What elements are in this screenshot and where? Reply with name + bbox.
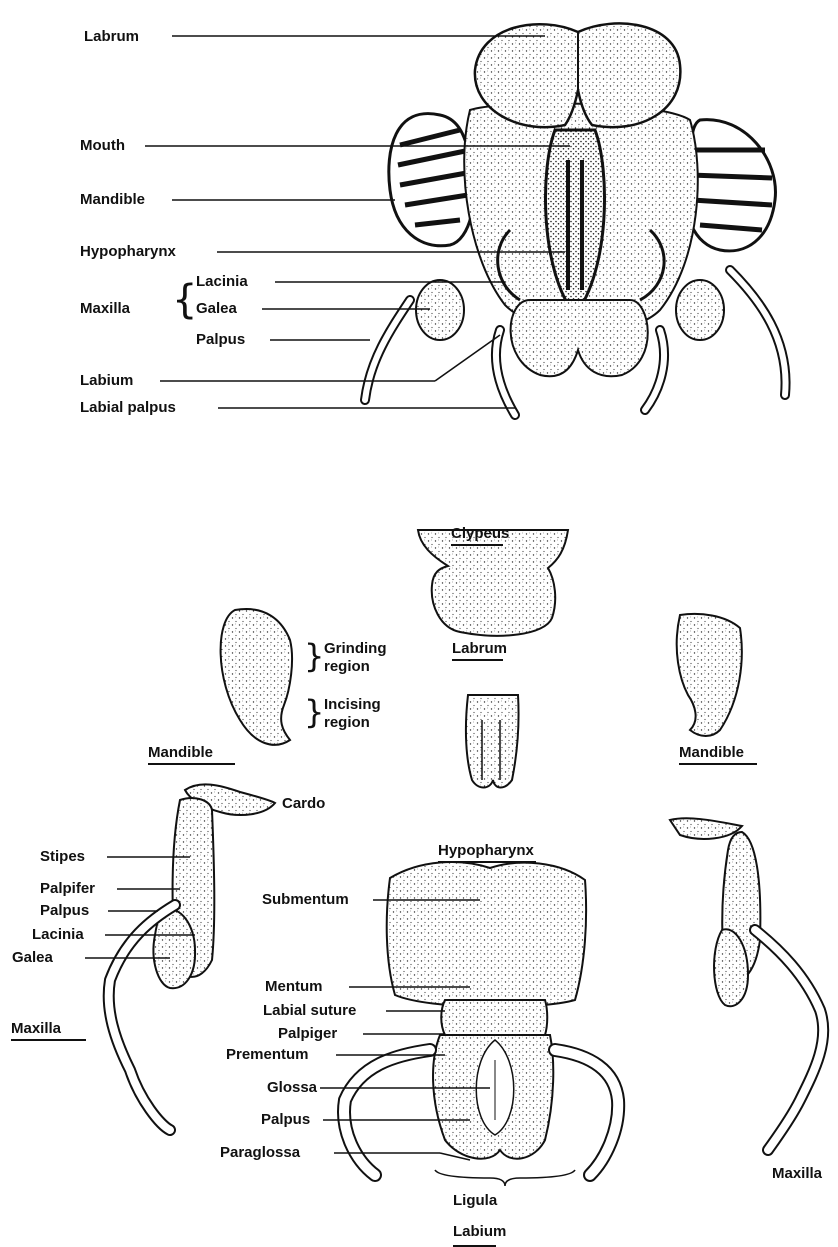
label-glossa: Glossa bbox=[267, 1080, 317, 1095]
head-front-view bbox=[365, 23, 786, 415]
label-palpifer: Palpifer bbox=[40, 881, 95, 896]
label-mentum: Mentum bbox=[265, 979, 323, 994]
submentum-part bbox=[387, 862, 586, 1007]
label-incising-region: Incising region bbox=[324, 696, 404, 732]
label-mandible-left: Mandible bbox=[148, 745, 213, 760]
label-galea-top: Galea bbox=[196, 301, 237, 316]
label-hypopharynx: Hypopharynx bbox=[438, 843, 534, 858]
right-cardo bbox=[670, 818, 742, 839]
label-grinding-region: Grinding region bbox=[324, 640, 404, 676]
label-mouth: Mouth bbox=[80, 138, 125, 153]
maxilla-brace-icon: { bbox=[172, 280, 197, 320]
labium-shape bbox=[511, 300, 648, 376]
label-labium: Labium bbox=[453, 1224, 506, 1239]
label-palpus-top: Palpus bbox=[196, 332, 245, 347]
label-maxilla-right: Maxilla bbox=[772, 1166, 822, 1181]
label-labrum-top: Labrum bbox=[84, 29, 139, 44]
label-lacinia-top: Lacinia bbox=[196, 274, 248, 289]
label-labial-palpus: Labial palpus bbox=[80, 400, 176, 415]
label-palpus-labium: Palpus bbox=[261, 1112, 310, 1127]
label-maxilla-top: Maxilla bbox=[80, 301, 130, 316]
label-labial-suture: Labial suture bbox=[263, 1003, 356, 1018]
label-cardo: Cardo bbox=[282, 796, 325, 811]
label-palpiger: Palpiger bbox=[278, 1026, 337, 1041]
label-paraglossa: Paraglossa bbox=[220, 1145, 300, 1160]
label-labrum: Labrum bbox=[452, 641, 507, 656]
label-labium-top: Labium bbox=[80, 373, 133, 388]
mentum-part bbox=[441, 1000, 547, 1035]
label-palpus-maxilla: Palpus bbox=[40, 903, 89, 918]
left-mandible-part bbox=[221, 609, 292, 745]
label-clypeus: Clypeus bbox=[451, 526, 509, 541]
label-lacinia: Lacinia bbox=[32, 927, 84, 942]
label-hypopharynx-top: Hypopharynx bbox=[80, 244, 176, 259]
label-prementum: Prementum bbox=[226, 1047, 309, 1062]
label-ligula: Ligula bbox=[453, 1193, 497, 1208]
label-galea: Galea bbox=[12, 950, 53, 965]
label-stipes: Stipes bbox=[40, 849, 85, 864]
label-submentum: Submentum bbox=[262, 892, 349, 907]
right-mandible-shape bbox=[686, 120, 776, 251]
label-mandible-right: Mandible bbox=[679, 745, 744, 760]
right-mandible-part bbox=[677, 614, 742, 736]
label-maxilla-left: Maxilla bbox=[11, 1021, 61, 1036]
incising-brace-icon: } bbox=[304, 696, 324, 728]
grinding-brace-icon: } bbox=[304, 640, 324, 672]
label-mandible-top: Mandible bbox=[80, 192, 145, 207]
hypopharynx-part bbox=[466, 695, 519, 788]
